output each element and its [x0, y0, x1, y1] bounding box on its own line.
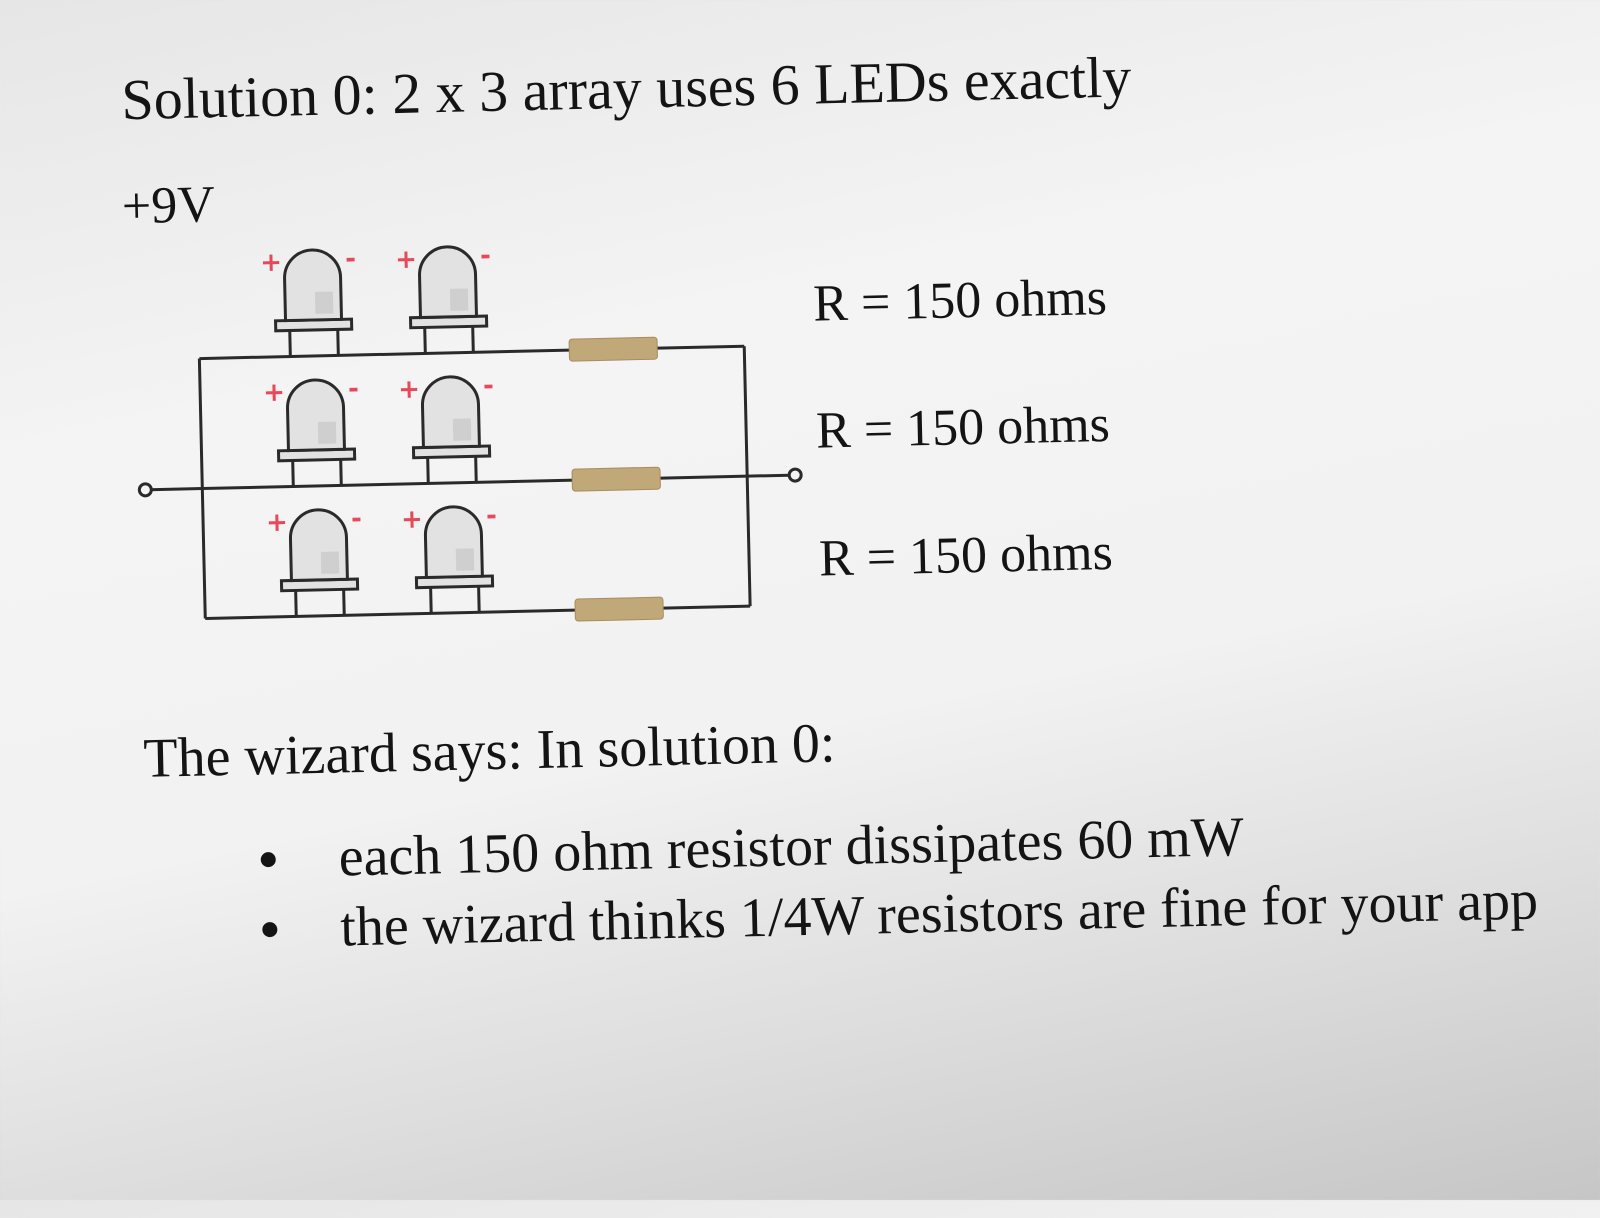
terminal-wire-right: [747, 473, 790, 478]
led-lead: [291, 458, 295, 487]
led-lead: [477, 584, 481, 613]
led-lead: [429, 585, 433, 614]
led-lead: [474, 454, 478, 483]
led-lead: [342, 587, 346, 616]
terminal-left: [137, 482, 153, 498]
bullet-dot-icon: [260, 851, 276, 868]
polarity-minus-label: -: [345, 244, 356, 274]
polarity-minus-label: -: [480, 241, 491, 271]
resistor: [571, 466, 661, 492]
resistor: [574, 596, 664, 622]
terminal-wire-left: [149, 487, 203, 492]
resistor-value-row-1: R = 150 ohms: [812, 268, 1108, 333]
led-circuit-diagram: + - + - + - + - + - + -: [137, 241, 803, 622]
led-highlight: [449, 288, 469, 311]
polarity-plus-label: +: [398, 375, 420, 405]
led-lead: [423, 325, 427, 354]
polarity-minus-label: -: [348, 374, 359, 404]
resistor: [568, 336, 658, 362]
resistor-value-row-2: R = 150 ohms: [815, 395, 1111, 460]
polarity-plus-label: +: [401, 505, 423, 535]
polarity-minus-label: -: [483, 371, 494, 401]
led-highlight: [314, 291, 334, 314]
polarity-plus-label: +: [266, 508, 288, 538]
led-lead: [288, 328, 292, 357]
polarity-plus-label: +: [260, 248, 282, 278]
document-title: Solution 0: 2 x 3 array uses 6 LEDs exac…: [120, 44, 1132, 133]
polarity-minus-label: -: [351, 504, 362, 534]
led-lead: [339, 457, 343, 486]
led-highlight: [317, 421, 337, 444]
terminal-right: [787, 467, 803, 483]
wizard-bullet-list: each 150 ohm resistor dissipates 60 mW t…: [260, 795, 1539, 964]
polarity-plus-label: +: [395, 245, 417, 275]
wizard-intro: The wizard says: In solution 0:: [142, 712, 837, 790]
led-lead: [294, 588, 298, 617]
polarity-minus-label: -: [486, 501, 497, 531]
bullet-dot-icon: [262, 921, 278, 938]
resistor-value-row-3: R = 150 ohms: [818, 523, 1114, 588]
led-lead: [336, 327, 340, 356]
led-lead: [471, 324, 475, 353]
voltage-label: +9V: [121, 176, 216, 236]
led-highlight: [452, 418, 472, 441]
led-lead: [426, 455, 430, 484]
led-highlight: [320, 551, 340, 574]
polarity-plus-label: +: [263, 378, 285, 408]
led-highlight: [455, 548, 475, 571]
